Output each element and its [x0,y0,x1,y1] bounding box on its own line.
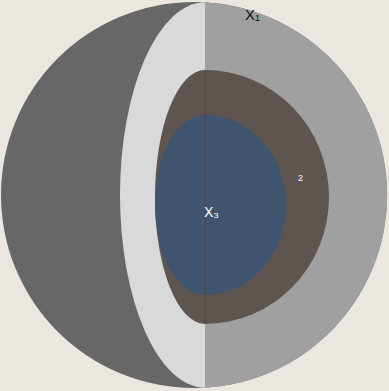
cut-edge [205,70,206,324]
outer-sphere [1,2,387,388]
callout-number: 2 [298,174,303,183]
middle-layer [155,70,329,324]
layer-label: X₃ [204,205,219,219]
layer-label: X₁ [245,7,260,22]
core-layer [155,115,286,295]
